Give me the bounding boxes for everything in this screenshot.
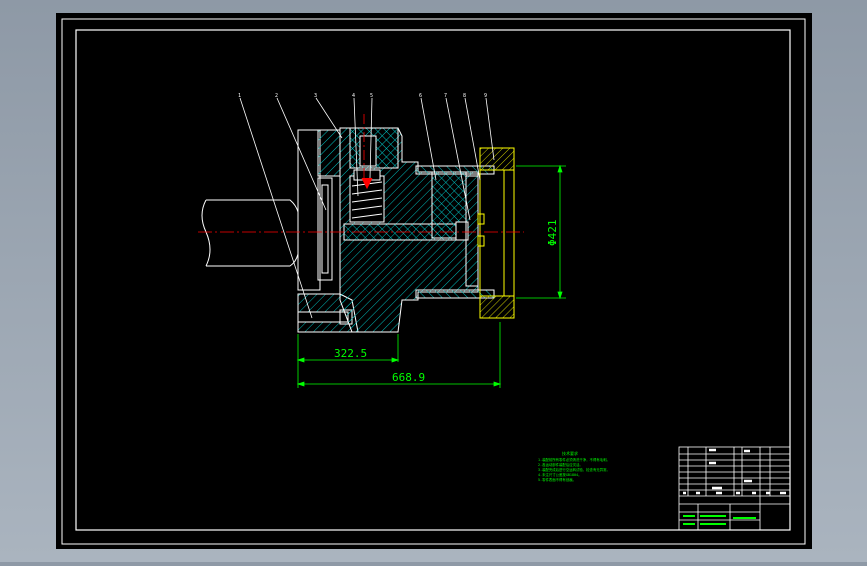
balloon-4: 4	[352, 93, 355, 99]
notes-title: 技术要求	[562, 450, 578, 456]
note-line: 3.装配完成后进行空运转试验，检查有无异常。	[538, 467, 610, 472]
dimension-668: 668.9	[392, 371, 425, 384]
balloon-5: 5	[370, 93, 373, 99]
balloon-7: 7	[444, 93, 447, 99]
note-line: 2.各运动部件装配后应灵活。	[538, 462, 583, 467]
note-line: 1.装配前所有零件必须清洗干净，不得有毛刺。	[538, 457, 610, 462]
balloon-1: 1	[238, 93, 241, 99]
leader-lines	[239, 97, 495, 319]
sheet-border	[61, 18, 806, 545]
dimension-322: 322.5	[334, 347, 367, 360]
housing	[339, 127, 495, 333]
title-block-highlights	[683, 515, 756, 525]
inner-frame	[75, 29, 791, 531]
dimension-phi421: Φ421	[546, 220, 559, 247]
note-line: 5.零件表面不得有划痕。	[538, 477, 576, 482]
balloon-2: 2	[275, 93, 278, 99]
dimension-lines	[296, 164, 566, 388]
title-block-marks	[683, 448, 786, 495]
balloon-8: 8	[463, 93, 466, 99]
notes-lines: 1.装配前所有零件必须清洗干净，不得有毛刺。2.各运动部件装配后应灵活。3.装配…	[538, 457, 610, 482]
balloon-labels: 1 2 3 4 5 6 7 8 9	[238, 93, 487, 99]
note-line: 4.未注尺寸公差按GB1804。	[538, 472, 581, 477]
chuck-jaw	[477, 147, 515, 319]
balloon-3: 3	[314, 93, 317, 99]
title-block	[678, 446, 791, 531]
balloon-6: 6	[419, 93, 422, 99]
balloon-9: 9	[484, 93, 487, 99]
